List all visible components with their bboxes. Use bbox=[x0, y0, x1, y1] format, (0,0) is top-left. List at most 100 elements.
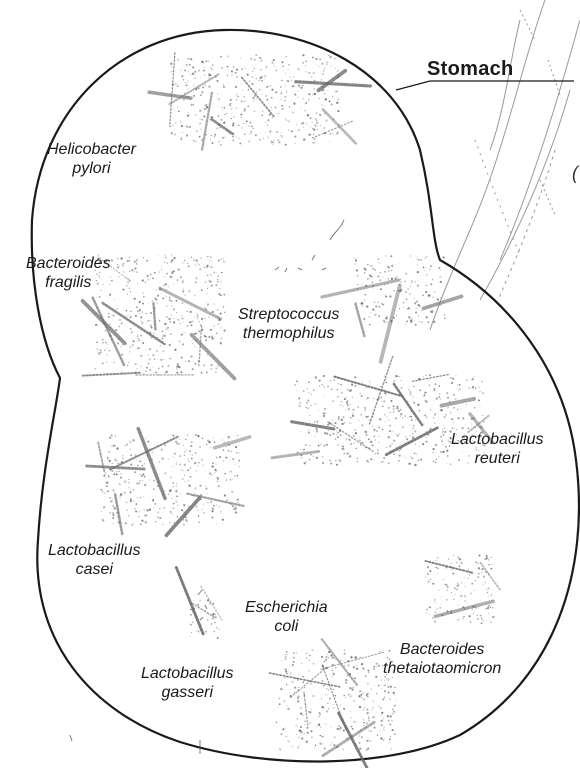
stipple-dot bbox=[425, 577, 426, 578]
stipple-dot bbox=[119, 326, 120, 327]
stipple-dot bbox=[377, 449, 379, 451]
stipple-dot bbox=[109, 497, 111, 499]
stipple-dot bbox=[188, 485, 190, 487]
stipple-dot bbox=[222, 107, 223, 108]
stipple-dot bbox=[203, 115, 205, 117]
stipple-dot bbox=[435, 567, 436, 568]
stipple-dot bbox=[208, 317, 209, 318]
stipple-dot bbox=[343, 406, 344, 407]
stipple-dot bbox=[378, 457, 379, 458]
stipple-dot bbox=[403, 307, 404, 308]
stipple-dot bbox=[195, 339, 197, 341]
stipple-dot bbox=[438, 418, 439, 419]
stipple-dot bbox=[326, 444, 328, 446]
stipple-dot bbox=[318, 445, 320, 447]
stipple-dot bbox=[326, 667, 328, 669]
stipple-dot bbox=[349, 455, 351, 457]
stipple-dot bbox=[244, 68, 245, 69]
stipple-dot bbox=[363, 668, 365, 670]
stipple-dot bbox=[299, 402, 301, 404]
stipple-dot bbox=[191, 257, 192, 258]
stipple-dot bbox=[377, 666, 378, 667]
stipple-dot bbox=[477, 615, 478, 616]
stipple-dot bbox=[169, 299, 171, 301]
stipple-dot bbox=[292, 664, 294, 666]
stipple-dot bbox=[178, 366, 180, 368]
stipple-dot bbox=[364, 294, 366, 296]
stipple-dot bbox=[311, 736, 313, 738]
stipple-dot bbox=[360, 414, 361, 415]
stipple-dot bbox=[387, 717, 388, 718]
stipple-dot bbox=[385, 255, 387, 257]
stipple-dot bbox=[378, 706, 379, 707]
stipple-dot bbox=[141, 321, 142, 322]
stipple-dot bbox=[178, 110, 180, 112]
stipple-dot bbox=[210, 119, 212, 121]
stipple-dot bbox=[207, 293, 208, 294]
stipple-dot bbox=[204, 267, 206, 269]
stipple-dot bbox=[389, 391, 390, 392]
stipple-dot bbox=[315, 745, 316, 746]
stipple-dot bbox=[361, 284, 362, 285]
stipple-dot bbox=[236, 108, 237, 109]
stipple-dot bbox=[181, 75, 183, 77]
stipple-dot bbox=[167, 327, 169, 329]
stipple-dot bbox=[332, 433, 334, 435]
stipple-dot bbox=[377, 275, 379, 277]
stipple-dot bbox=[393, 290, 395, 292]
stipple-dot bbox=[184, 93, 186, 95]
stipple-dot bbox=[306, 402, 308, 404]
bacterium-rod bbox=[115, 495, 122, 535]
stipple-dot bbox=[183, 504, 185, 506]
stipple-dot bbox=[380, 461, 382, 463]
stipple-dot bbox=[175, 441, 177, 443]
stipple-dot bbox=[315, 436, 316, 437]
stipple-dot bbox=[124, 445, 126, 447]
stipple-dot bbox=[102, 519, 103, 520]
stipple-dot bbox=[218, 141, 220, 143]
stipple-dot bbox=[367, 264, 368, 265]
stipple-dot bbox=[211, 337, 213, 339]
stipple-dot bbox=[326, 432, 328, 434]
stipple-dot bbox=[314, 138, 315, 139]
stipple-dot bbox=[324, 68, 325, 69]
stipple-dot bbox=[181, 138, 183, 140]
stipple-dot bbox=[198, 331, 199, 332]
stipple-dot bbox=[177, 505, 178, 506]
stipple-dot bbox=[487, 607, 489, 609]
stipple-dot bbox=[408, 307, 410, 309]
stipple-dot bbox=[282, 728, 284, 730]
stipple-dot bbox=[377, 452, 379, 454]
stipple-dot bbox=[372, 459, 373, 460]
stipple-dot bbox=[137, 310, 138, 311]
stipple-dot bbox=[205, 339, 207, 341]
stipple-dot bbox=[383, 739, 384, 740]
stipple-dot bbox=[285, 677, 287, 679]
stipple-dot bbox=[210, 139, 211, 140]
stipple-dot bbox=[105, 342, 107, 344]
stipple-dot bbox=[116, 471, 118, 473]
stipple-dot bbox=[200, 257, 202, 259]
stipple-dot bbox=[488, 595, 489, 596]
stipple-dot bbox=[488, 605, 490, 607]
stipple-dot bbox=[368, 670, 370, 672]
stipple-dot bbox=[385, 421, 386, 422]
stipple-dot bbox=[179, 341, 181, 343]
stipple-dot bbox=[390, 736, 391, 737]
stipple-dot bbox=[117, 516, 119, 518]
stipple-dot bbox=[303, 390, 305, 392]
stipple-dot bbox=[213, 614, 214, 615]
stipple-dot bbox=[337, 77, 338, 78]
stipple-dot bbox=[367, 397, 369, 399]
stipple-dot bbox=[218, 323, 219, 324]
stipple-dot bbox=[355, 260, 357, 262]
stipple-dot bbox=[433, 429, 435, 431]
stipple-dot bbox=[445, 414, 446, 415]
label-line-2: fragilis bbox=[26, 273, 111, 292]
stipple-dot bbox=[477, 563, 479, 565]
stipple-dot bbox=[363, 719, 364, 720]
stipple-dot bbox=[470, 621, 471, 622]
stipple-dot bbox=[252, 128, 253, 129]
stipple-dot bbox=[211, 516, 213, 518]
stipple-dot bbox=[117, 264, 118, 265]
